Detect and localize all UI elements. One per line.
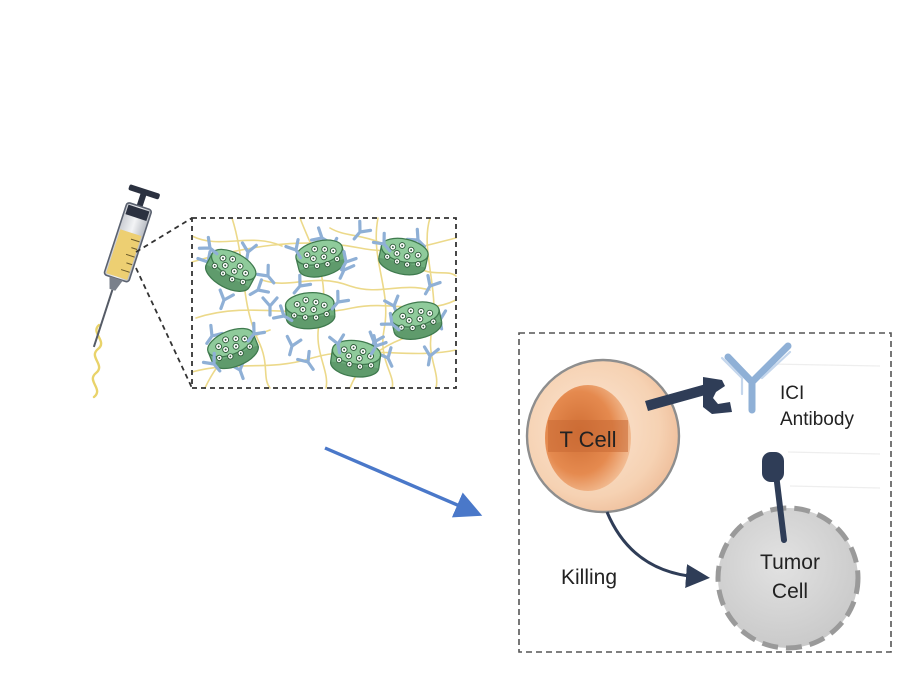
mechanism-panel: T Cell ICI Antibody Tumor Cell Killing <box>518 332 892 653</box>
killing-label: Killing <box>561 566 617 589</box>
t-cell-label: T Cell <box>559 427 616 452</box>
tumor-label: Tumor <box>760 551 820 574</box>
y-shaped-antibody-icon <box>724 342 792 414</box>
tumor-cell <box>715 505 861 651</box>
hydrogel-inset <box>191 217 457 389</box>
cell-label: Cell <box>772 580 808 603</box>
t-cell <box>525 358 681 514</box>
microsphere <box>284 290 337 331</box>
tumor-receptor-icon <box>762 452 787 543</box>
syringe-icon <box>91 184 160 399</box>
zoom-lines <box>135 217 193 389</box>
killing-arrow <box>605 511 710 589</box>
ici-label: ICI <box>780 383 804 404</box>
release-arrow <box>324 446 483 518</box>
antibody-label: Antibody <box>780 409 854 430</box>
receptor-icon <box>645 377 732 414</box>
